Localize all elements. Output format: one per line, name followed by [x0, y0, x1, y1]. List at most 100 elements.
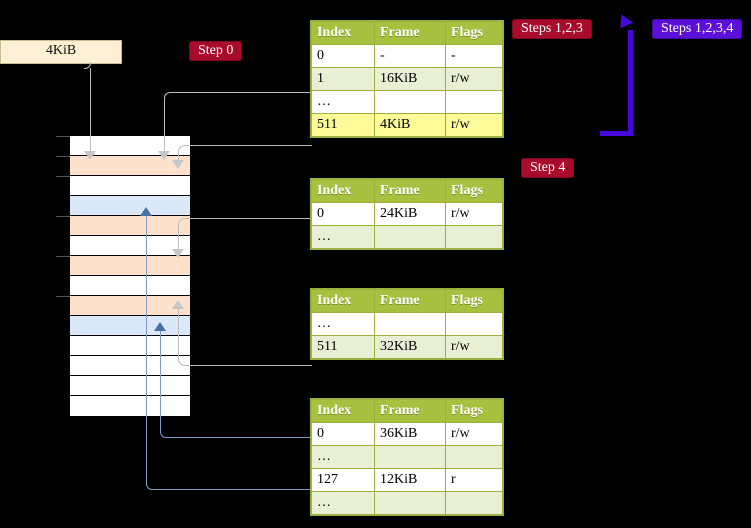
column-header-flags: Flags	[445, 21, 503, 45]
cell-index: …	[311, 491, 375, 515]
cell-flags: r/w	[445, 335, 503, 359]
column-header-index: Index	[311, 289, 375, 313]
cell-flags: -	[445, 44, 503, 68]
memory-frame-3	[70, 196, 190, 216]
cell-frame	[374, 90, 446, 114]
arrowhead-t2-row0	[172, 249, 184, 258]
cell-flags: r/w	[445, 202, 503, 226]
bracket-vertical	[628, 30, 633, 133]
arrowhead-4kib	[84, 151, 96, 160]
connector-t2-row0-v	[178, 224, 179, 252]
memory-frame-2	[70, 176, 190, 196]
arrowhead-t1-row511	[172, 160, 184, 169]
connector-t3-row511-corner	[178, 359, 191, 366]
column-header-index: Index	[311, 21, 375, 45]
memory-tick-1	[56, 156, 70, 157]
memory-tick-6	[56, 256, 70, 257]
connector-t4-row127-v	[146, 215, 147, 483]
cell-index: 0	[311, 422, 375, 446]
cell-index: …	[311, 312, 375, 336]
connector-t1-row511-v	[178, 151, 179, 164]
table-row: 0--	[311, 44, 503, 68]
connector-t3-row511-h	[190, 365, 312, 366]
cell-index: 511	[311, 335, 375, 359]
memory-frame-9	[70, 316, 190, 336]
connector-t2-row0-h	[190, 218, 312, 219]
bracket-bottom	[600, 131, 633, 136]
cell-flags	[445, 225, 503, 249]
table-row: …	[311, 225, 503, 249]
connector-t1-row511-corner	[178, 145, 191, 152]
cell-frame: 4KiB	[374, 113, 446, 137]
memory-frame-7	[70, 276, 190, 296]
table-row: …	[311, 90, 503, 114]
connector-t2-row0-corner	[178, 218, 191, 225]
column-header-frame: Frame	[374, 179, 446, 203]
cell-flags: r/w	[445, 67, 503, 91]
cell-index: …	[311, 445, 375, 469]
column-header-frame: Frame	[374, 399, 446, 423]
connector-t1-row1-corner	[164, 92, 171, 99]
memory-frame-8	[70, 296, 190, 316]
connector-t4-row0-h	[166, 437, 312, 438]
bracket-arrowhead	[615, 11, 633, 29]
cell-frame: 12KiB	[374, 468, 446, 492]
badge-step-4-label: Step 4	[530, 160, 566, 175]
column-header-index: Index	[311, 179, 375, 203]
cell-index: 1	[311, 67, 375, 91]
memory-tick-0	[56, 136, 70, 137]
badge-steps-1234-label: Steps 1,2,3,4	[661, 21, 734, 36]
arrowhead-t1-row1	[158, 151, 170, 160]
cell-index: …	[311, 90, 375, 114]
connector-t4-row0-corner	[160, 431, 167, 438]
badge-steps-1234: Steps 1,2,3,4	[652, 19, 743, 39]
connector-t1-row511-h	[190, 145, 312, 146]
connector-t3-row511-v	[178, 307, 179, 359]
cell-index: 127	[311, 468, 375, 492]
cell-frame	[374, 491, 446, 515]
badge-steps-123-label: Steps 1,2,3	[521, 21, 583, 36]
cell-index: 0	[311, 44, 375, 68]
column-header-flags: Flags	[445, 179, 503, 203]
cell-frame: 24KiB	[374, 202, 446, 226]
column-header-flags: Flags	[445, 399, 503, 423]
connector-t1-row1-v	[164, 98, 165, 154]
cell-frame: 32KiB	[374, 335, 446, 359]
cell-frame: -	[374, 44, 446, 68]
badge-steps-123: Steps 1,2,3	[512, 19, 592, 39]
cell-flags	[445, 90, 503, 114]
table-row: …	[311, 445, 503, 469]
badge-step-0-label: Step 0	[198, 43, 234, 58]
cell-flags	[445, 312, 503, 336]
table-row: …	[311, 312, 503, 336]
connector-t1-row1-h	[170, 92, 312, 93]
column-header-frame: Frame	[374, 21, 446, 45]
connector-t4-row0-v	[160, 330, 161, 431]
size-box-4kib: 4KiB	[0, 40, 122, 64]
cell-flags	[445, 445, 503, 469]
connector-t4-row127-corner	[146, 483, 153, 490]
badge-step-0: Step 0	[189, 41, 243, 61]
size-box-label: 4KiB	[45, 43, 77, 58]
cell-frame: 36KiB	[374, 422, 446, 446]
connector-4kib-v	[90, 68, 91, 154]
cell-frame	[374, 445, 446, 469]
memory-tick-8	[56, 296, 70, 297]
cell-flags	[445, 491, 503, 515]
arrowhead-t4-row127	[140, 207, 152, 216]
column-header-frame: Frame	[374, 289, 446, 313]
column-header-index: Index	[311, 399, 375, 423]
memory-tick-4	[56, 216, 70, 217]
table-row: …	[311, 491, 503, 515]
cell-frame	[374, 225, 446, 249]
memory-frame-1	[70, 156, 190, 176]
memory-frame-10	[70, 336, 190, 356]
